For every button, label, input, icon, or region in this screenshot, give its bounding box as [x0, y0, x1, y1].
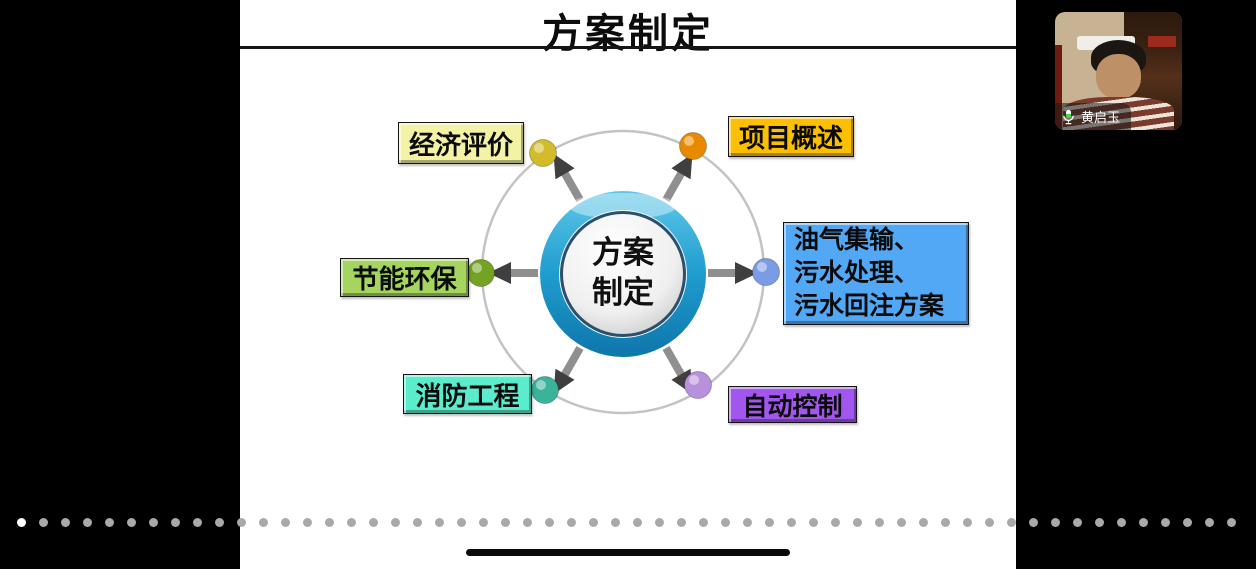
progress-dot — [765, 518, 774, 527]
progress-dot — [39, 518, 48, 527]
progress-dot — [193, 518, 202, 527]
progress-dot — [281, 518, 290, 527]
progress-dot — [721, 518, 730, 527]
progress-dot — [1029, 518, 1038, 527]
dot-gathering — [752, 258, 780, 286]
dot-auto — [684, 371, 712, 399]
progress-dot — [17, 518, 26, 527]
progress-dot — [1183, 518, 1192, 527]
hub-label: 方案 制定 — [560, 233, 686, 313]
progress-dot — [633, 518, 642, 527]
progress-dot — [347, 518, 356, 527]
hub-label-line2: 制定 — [592, 275, 654, 310]
progress-dot — [1051, 518, 1060, 527]
progress-dot — [215, 518, 224, 527]
node-label: 节能环保 — [352, 265, 457, 294]
progress-dot — [919, 518, 928, 527]
participant-video[interactable]: 黄启玉 — [1055, 12, 1182, 130]
progress-dot — [237, 518, 246, 527]
progress-dot — [545, 518, 554, 527]
presentation-slide: 方案制定 — [240, 0, 1016, 569]
progress-dot — [1007, 518, 1016, 527]
progress-dot — [985, 518, 994, 527]
progress-dot — [105, 518, 114, 527]
dot-economic — [529, 139, 557, 167]
progress-dot — [699, 518, 708, 527]
node-label: 经济评价 — [408, 130, 513, 160]
progress-dot — [831, 518, 840, 527]
progress-dot — [457, 518, 466, 527]
dot-energy — [467, 259, 495, 287]
home-indicator-bar[interactable] — [466, 549, 790, 556]
progress-dot — [127, 518, 136, 527]
node-label: 消防工程 — [415, 381, 520, 411]
progress-dot — [655, 518, 664, 527]
progress-dot — [1205, 518, 1214, 527]
video-background-sign — [1147, 35, 1176, 48]
progress-dot — [567, 518, 576, 527]
node-box-economic: 经济评价 — [398, 122, 524, 164]
video-background-shelf — [1055, 45, 1062, 130]
progress-dot — [941, 518, 950, 527]
microphone-icon — [1063, 109, 1074, 124]
progress-dot — [809, 518, 818, 527]
hub-diagram — [467, 129, 780, 415]
progress-dot — [501, 518, 510, 527]
hub-circle — [540, 191, 706, 357]
progress-dot — [1073, 518, 1082, 527]
arrow-down-right — [662, 346, 693, 395]
progress-dot — [743, 518, 752, 527]
progress-dot — [413, 518, 422, 527]
node-box-gathering: 油气集输、 污水处理、 污水回注方案 — [783, 222, 969, 325]
progress-dot — [875, 518, 884, 527]
progress-dot — [391, 518, 400, 527]
dot-fire — [531, 376, 559, 404]
hub-label-line1: 方案 — [592, 235, 654, 270]
progress-dot — [523, 518, 532, 527]
node-label: 自动控制 — [742, 393, 843, 421]
progress-dot — [1161, 518, 1170, 527]
progress-dot — [369, 518, 378, 527]
progress-dot — [1227, 518, 1236, 527]
node-box-overview: 项目概述 — [728, 116, 854, 157]
progress-dot — [83, 518, 92, 527]
orbit-dots — [467, 132, 780, 404]
title-underline — [240, 46, 1016, 49]
progress-dot — [589, 518, 598, 527]
node-label-line: 油气集输、 — [794, 227, 920, 254]
progress-dot — [259, 518, 268, 527]
node-label: 项目概述 — [738, 124, 843, 153]
progress-dot — [61, 518, 70, 527]
node-box-fire: 消防工程 — [403, 374, 532, 414]
participant-name: 黄启玉 — [1081, 110, 1121, 125]
progress-dot — [677, 518, 686, 527]
progress-dot — [1139, 518, 1148, 527]
progress-dot — [435, 518, 444, 527]
progress-dot — [787, 518, 796, 527]
progress-dot — [171, 518, 180, 527]
progress-dot — [611, 518, 620, 527]
progress-dot — [853, 518, 862, 527]
hub-arrows — [488, 153, 758, 395]
progress-dot — [963, 518, 972, 527]
arrow-up-right — [662, 153, 693, 202]
person-face — [1095, 54, 1142, 100]
dot-overview — [679, 132, 707, 160]
participant-name-tag: 黄启玉 — [1055, 103, 1132, 130]
progress-dot — [303, 518, 312, 527]
arrow-up-left — [553, 153, 584, 202]
arrow-down-left — [553, 346, 584, 395]
progress-dot — [897, 518, 906, 527]
node-box-energy: 节能环保 — [340, 258, 469, 297]
progress-dot — [149, 518, 158, 527]
progress-dot — [1095, 518, 1104, 527]
progress-dot — [479, 518, 488, 527]
node-label-line: 污水回注方案 — [794, 293, 945, 320]
progress-dot — [325, 518, 334, 527]
progress-dot — [1117, 518, 1126, 527]
node-box-auto: 自动控制 — [728, 386, 857, 423]
slide-progress-dots — [0, 518, 1256, 527]
node-label-line: 污水处理、 — [794, 260, 920, 287]
